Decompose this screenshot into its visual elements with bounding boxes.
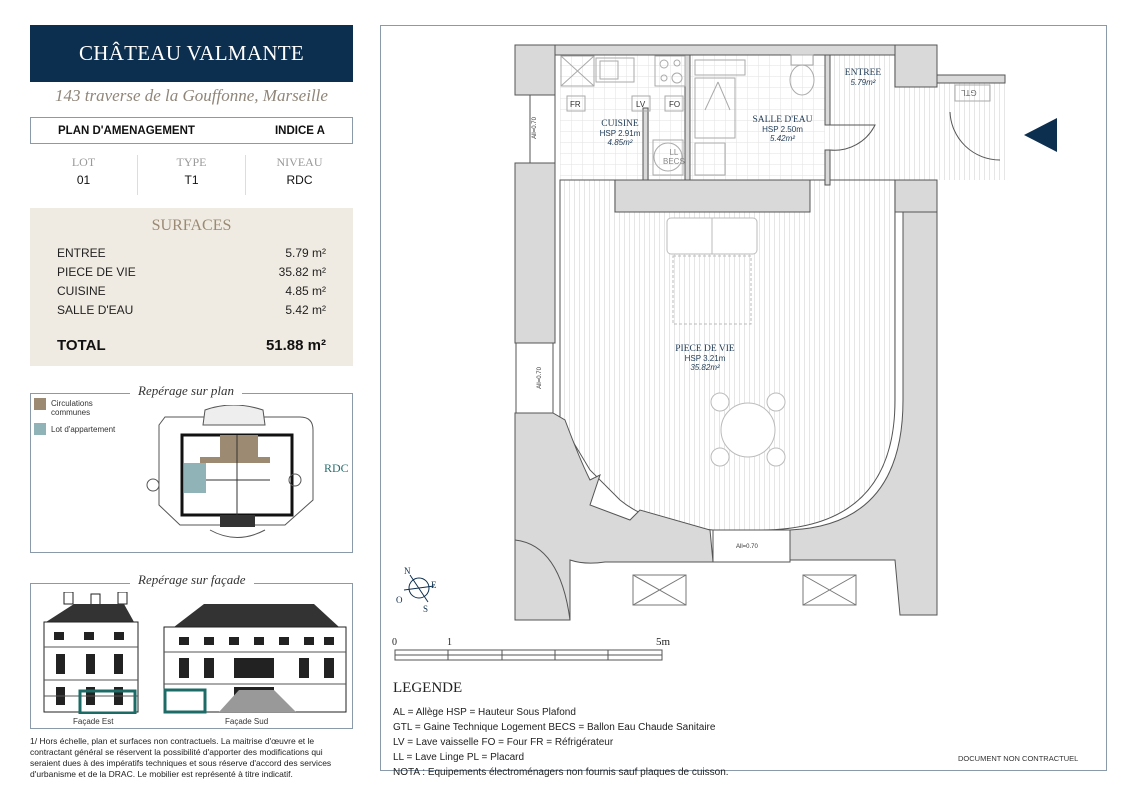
living-furniture — [666, 217, 786, 467]
type-label: TYPE — [176, 155, 207, 169]
project-address: 143 traverse de la Gouffonne, Marseille — [55, 86, 328, 105]
lv-label: LV — [636, 100, 646, 109]
room-name: CUISINE — [601, 119, 639, 129]
gtl-label: GTL — [961, 88, 977, 97]
surface-name: CUISINE — [57, 283, 106, 298]
facade-drawings — [43, 592, 347, 714]
corridor-floor — [937, 78, 1005, 180]
plan-indice: INDICE A — [274, 124, 325, 137]
surface-name: SALLE D'EAU — [57, 302, 134, 317]
compass-o: O — [396, 595, 403, 605]
scale-zero: 0 — [392, 637, 397, 648]
allege-label: All=0.70 — [536, 367, 543, 389]
facade-sud-label: Façade Sud — [225, 717, 269, 726]
document-non-contractuel: DOCUMENT NON CONTRACTUEL — [958, 754, 1079, 763]
legende-line: AL = Allège HSP = Hauteur Sous Plafond — [393, 707, 576, 718]
legende-line: NOTA : Equipements électroménagers non f… — [393, 767, 729, 778]
becs-label: BECS — [663, 157, 685, 166]
plan-header: PLAN D'AMENAGEMENT INDICE A — [30, 117, 353, 144]
facade-est-label: Façade Est — [73, 717, 114, 726]
lot-swatch — [34, 423, 46, 435]
lot-cell: LOT 01 — [30, 155, 138, 195]
niveau-cell: NIVEAU RDC — [246, 155, 353, 195]
surfaces-panel: SURFACES ENTREE 5.79 m² PIECE DE VIE 35.82… — [30, 208, 353, 366]
surface-name: ENTREE — [57, 245, 106, 260]
window-living-bottom — [712, 529, 791, 563]
lot-appartement-label: Lot d'appartement — [51, 425, 116, 434]
surfaces-title: SURFACES — [151, 217, 232, 234]
building-plan-thumbnail — [146, 405, 314, 538]
entry-arrow-icon — [1024, 118, 1057, 152]
level-label: RDC — [324, 461, 349, 475]
room-name: PIECE DE VIE — [675, 344, 735, 354]
project-title: CHÂTEAU VALMANTE — [30, 25, 353, 82]
reperage-facade-title: Repérage sur façade — [130, 572, 254, 588]
surface-total: TOTAL 51.88 m² — [30, 337, 353, 354]
window-living-left — [515, 342, 554, 414]
plan-label: PLAN D'AMENAGEMENT — [58, 124, 195, 137]
room-area: 5.79m² — [850, 78, 876, 87]
circulations-swatch — [34, 398, 46, 410]
room-area: 5.42m² — [770, 134, 795, 143]
total-label: TOTAL — [57, 337, 106, 354]
fr-label: FR — [570, 100, 581, 109]
scale-bar — [394, 649, 663, 661]
niveau-value: RDC — [286, 173, 313, 187]
room-area: 4.85m² — [607, 138, 633, 147]
surface-value: 35.82 m² — [278, 264, 326, 279]
circulations-label: Circulations communes — [51, 399, 93, 417]
legende-line: LL = Lave Linge PL = Placard — [393, 752, 525, 763]
tiled-floor — [560, 55, 825, 180]
legende-line: GTL = Gaine Technique Logement BECS = Ba… — [393, 722, 716, 733]
surface-name: PIECE DE VIE — [57, 264, 136, 279]
surface-row: ENTREE 5.79 m² — [30, 243, 353, 262]
kitchen-fixtures — [560, 54, 1001, 176]
window-kitchen — [529, 94, 556, 164]
scale-five: 5m — [656, 636, 671, 648]
room-area: 35.82m² — [690, 363, 720, 372]
facade-est-drawing — [43, 592, 139, 714]
compass-icon — [403, 574, 435, 603]
surface-value: 5.79 m² — [285, 245, 326, 260]
legende-line: LV = Lave vaisselle FO = Four FR = Réfri… — [393, 737, 614, 748]
surface-value: 5.42 m² — [285, 302, 326, 317]
reperage-plan-title: Repérage sur plan — [130, 383, 243, 399]
scale-one: 1 — [447, 637, 452, 648]
room-name: ENTREE — [844, 68, 882, 78]
walls — [514, 44, 1006, 621]
surface-row: SALLE D'EAU 5.42 m² — [30, 300, 353, 319]
compass-n: N — [404, 566, 411, 576]
compass-s: S — [423, 604, 429, 614]
floor-plan-frame — [380, 25, 1107, 771]
surface-row: CUISINE 4.85 m² — [30, 281, 353, 300]
disclaimer-notes: 1/ Hors échelle, plan et surfaces non co… — [30, 736, 332, 779]
total-value: 51.88 m² — [265, 337, 326, 354]
lot-label: LOT — [71, 155, 96, 169]
room-hsp: HSP 2.91m — [599, 129, 641, 138]
ll-label: LL — [669, 148, 679, 157]
legende-lines: AL = Allège HSP = Hauteur Sous Plafond G… — [393, 705, 729, 780]
facade-sud-drawing — [163, 604, 347, 714]
legende-title: LEGENDE — [393, 680, 463, 696]
allege-label: All=0.70 — [531, 117, 538, 139]
lot-info: LOT 01 TYPE T1 NIVEAU RDC — [30, 155, 353, 195]
surface-row: PIECE DE VIE 35.82 m² — [30, 262, 353, 281]
compass-e: E — [431, 580, 437, 590]
room-name: SALLE D'EAU — [752, 115, 813, 125]
allege-label: All=0.70 — [736, 544, 758, 550]
room-hsp: HSP 3.21m — [684, 354, 726, 363]
fo-label: FO — [669, 100, 681, 109]
type-value: T1 — [184, 173, 199, 187]
lot-value: 01 — [76, 173, 91, 187]
surface-value: 4.85 m² — [285, 283, 326, 298]
balconies — [632, 574, 857, 606]
room-hsp: HSP 2.50m — [762, 125, 803, 134]
niveau-label: NIVEAU — [276, 155, 323, 169]
type-cell: TYPE T1 — [138, 155, 246, 195]
